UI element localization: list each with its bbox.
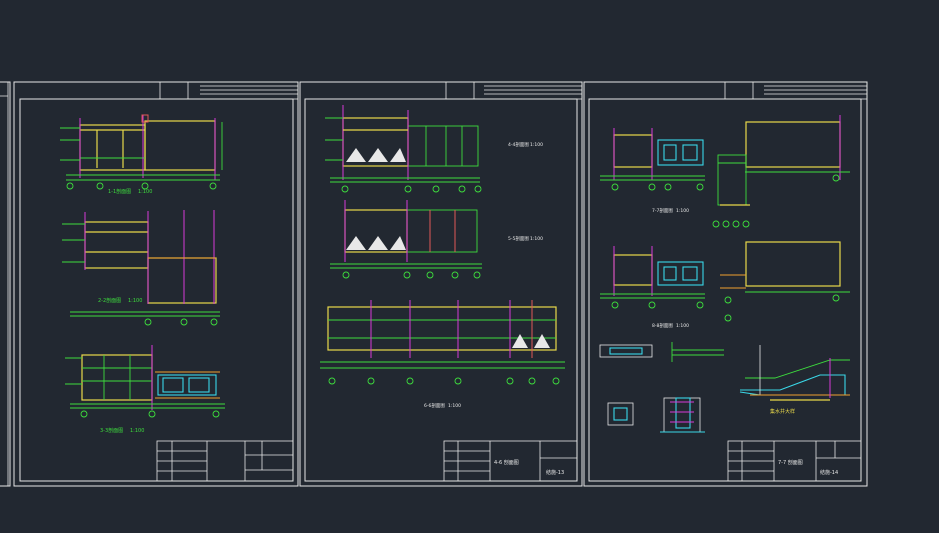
sheet-middle-title-block: 4-6 剖面图 结施-13 <box>443 440 578 482</box>
sheet-left-frame <box>13 81 299 487</box>
view-6-6-scale: 1:100 <box>448 403 461 409</box>
sheet-left-title-block <box>156 440 294 482</box>
sheet-middle-frame <box>299 81 583 487</box>
view-2-2-label: 2-2剖面图 <box>98 297 121 304</box>
view-3-3: 3-3剖面图 1:100 <box>65 345 225 434</box>
sheet-middle-drawing-no: 结施-13 <box>546 469 564 476</box>
sheet-right-title: 7-7 剖面图 <box>778 459 803 466</box>
view-5-5-scale: 1:100 <box>530 236 543 242</box>
view-2-2: 2-2剖面图 1:100 <box>62 210 220 326</box>
sheet-right: 7-7剖面图 1:100 8-8剖面图 1:100 <box>583 81 868 487</box>
detail-drawings: 集水井大样 <box>599 342 850 433</box>
view-8-8-label: 8-8剖面图 <box>652 322 673 329</box>
view-5-5: 5-5剖面图 1:100 <box>330 200 543 279</box>
view-2-2-scale: 1:100 <box>128 298 142 304</box>
view-4-4-label: 4-4剖面图 <box>508 141 529 148</box>
sheet-right-title-block: 7-7 剖面图 结施-14 <box>727 440 862 482</box>
view-5-5-label: 5-5剖面图 <box>508 235 529 242</box>
grid-bubble <box>66 182 74 190</box>
view-3-3-scale: 1:100 <box>130 428 144 434</box>
sheet-left: 1-1剖面图 1:100 2-2剖面图 1:100 <box>13 81 299 487</box>
sheet-right-inner-frame <box>588 98 862 482</box>
view-3-3-label: 3-3剖面图 <box>100 427 123 434</box>
view-4-4-scale: 1:100 <box>530 142 543 148</box>
sheet-left-inner-frame <box>19 98 294 482</box>
view-6-6-label: 6-6剖面图 <box>424 402 445 409</box>
view-6-6: 6-6剖面图 1:100 <box>320 300 565 409</box>
view-4-4: 4-4剖面图 1:100 <box>325 105 543 193</box>
view-8-8: 8-8剖面图 1:100 <box>600 241 850 329</box>
sheet-middle-inner-frame <box>304 98 578 482</box>
view-8-8-scale: 1:100 <box>676 323 689 329</box>
sheet-right-drawing-no: 结施-14 <box>820 469 838 476</box>
view-7-7: 7-7剖面图 1:100 <box>600 115 850 228</box>
sheet-middle-title: 4-6 剖面图 <box>494 459 519 466</box>
view-1-1-scale: 1:100 <box>138 189 152 195</box>
sump-pit-label: 集水井大样 <box>770 408 795 415</box>
partial-sheet-left-edge <box>0 81 11 487</box>
view-7-7-label: 7-7剖面图 <box>652 207 673 214</box>
view-1-1: 1-1剖面图 1:100 <box>60 114 223 195</box>
view-7-7-scale: 1:100 <box>676 208 689 214</box>
view-1-1-label: 1-1剖面图 <box>108 188 131 195</box>
sheet-middle: 4-4剖面图 1:100 5-5剖面图 1:100 <box>299 81 583 487</box>
